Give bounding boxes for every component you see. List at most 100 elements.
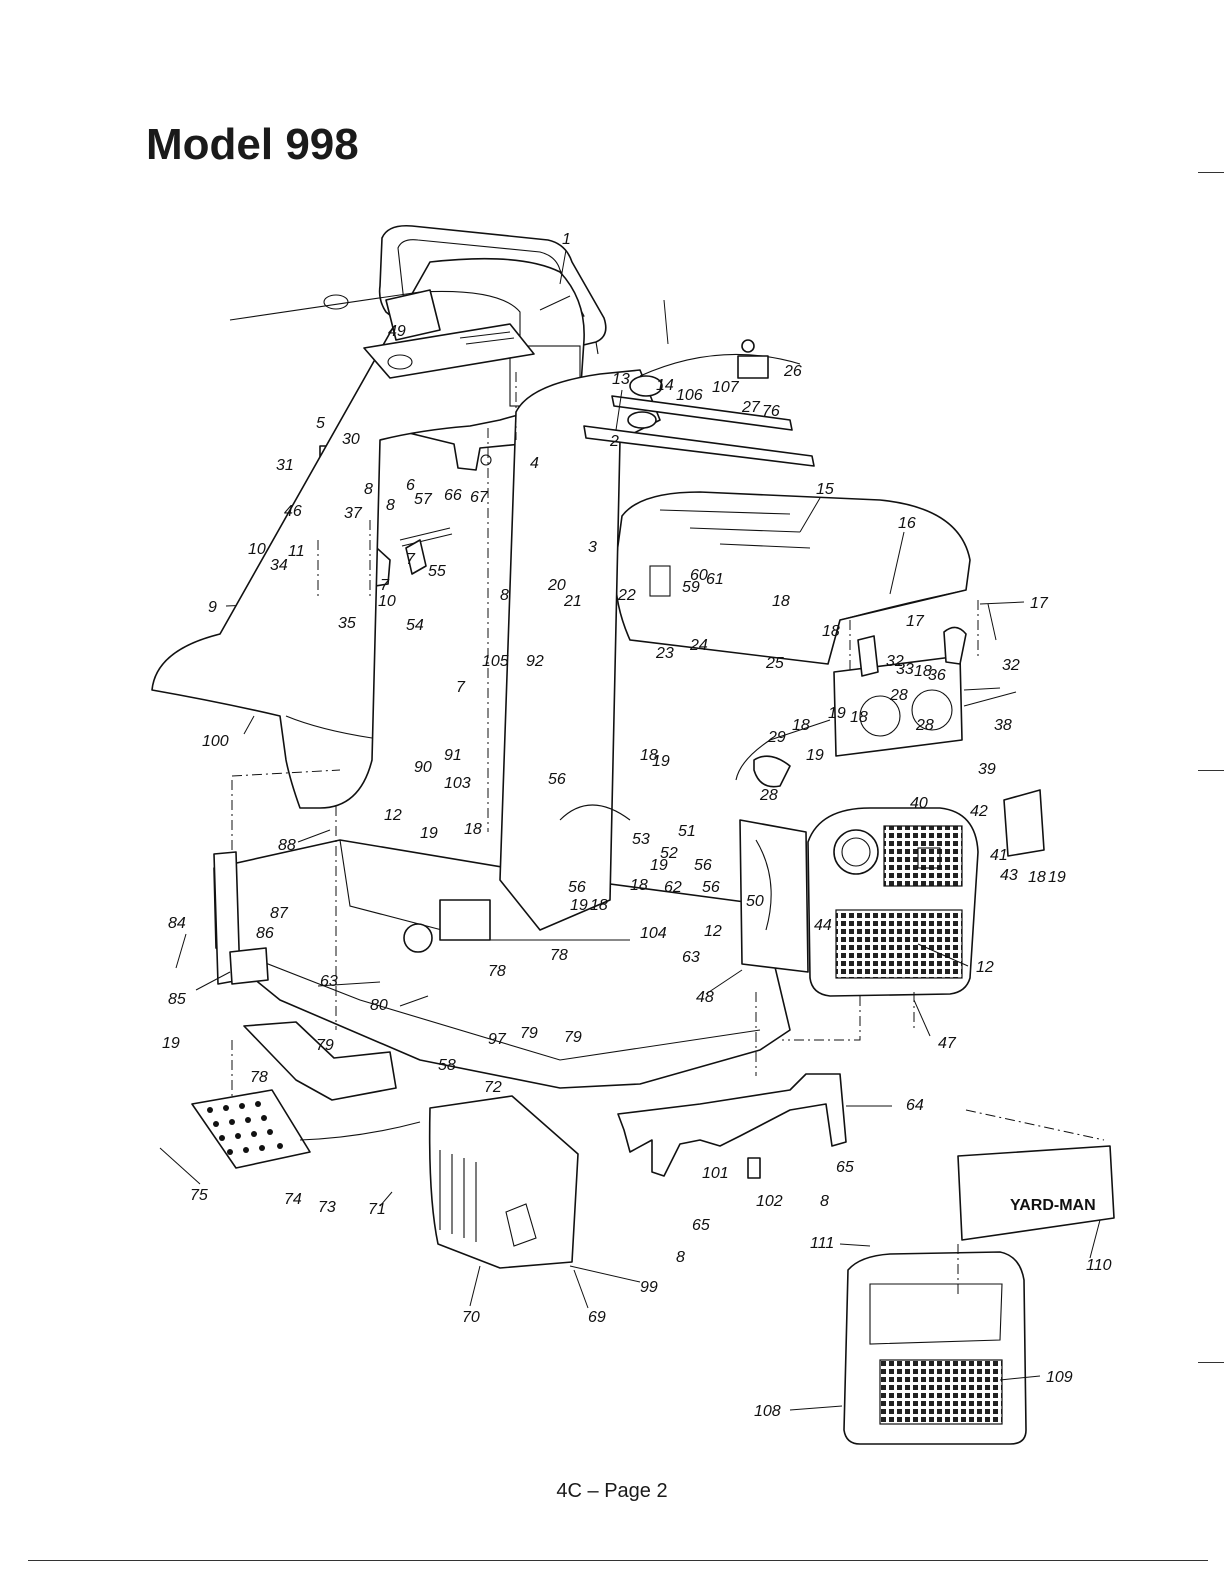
callout-number: 32 (886, 653, 904, 670)
callout-number: 105 (482, 653, 509, 670)
callout-number: 10 (248, 541, 266, 558)
callout-number: 7 (406, 551, 416, 568)
callout-number: 55 (428, 563, 446, 580)
callout-number: 79 (520, 1025, 538, 1042)
callout-number: 8 (820, 1193, 829, 1210)
left-frame-plate (213, 851, 269, 985)
callout-number: 87 (270, 905, 289, 922)
dash-pedestal (499, 369, 663, 931)
dash-panel (833, 626, 967, 757)
callout-number: 38 (994, 717, 1012, 734)
callout-number: 33 (896, 661, 914, 678)
steering-linkage (583, 353, 831, 788)
callout-number: 76 (762, 403, 780, 420)
callout-number: 63 (320, 973, 338, 990)
callout-number: 37 (344, 505, 363, 522)
callout-number: 66 (444, 487, 462, 504)
callout-number: 12 (704, 923, 722, 940)
grille-bracket (1003, 789, 1045, 857)
callout-number: 59 (682, 579, 700, 596)
callout-number: 100 (202, 733, 229, 750)
callout-number: 10 (378, 593, 396, 610)
callout-number: 19 (162, 1035, 180, 1052)
brand-logo-text: YARD-MAN (1010, 1197, 1096, 1214)
callout-number: 40 (910, 795, 928, 812)
callout-number: 91 (444, 747, 462, 764)
callout-number: 56 (702, 879, 720, 896)
callout-number: 28 (759, 787, 778, 804)
callout-number: 19 (828, 705, 846, 722)
bottom-rule (28, 1560, 1208, 1561)
page-footer: 4C – Page 2 (556, 1480, 668, 1502)
callout-number: 17 (906, 613, 925, 630)
callout-number: 72 (484, 1079, 502, 1096)
callout-number: 61 (706, 571, 724, 588)
callout-number: 20 (547, 577, 566, 594)
callout-number: 19 (1048, 869, 1066, 886)
callout-number: 65 (836, 1159, 854, 1176)
callout-number: 67 (470, 489, 489, 506)
callout-number: 56 (568, 879, 586, 896)
rear-fender (151, 257, 585, 809)
callout-number: 26 (783, 363, 802, 380)
callout-number: 23 (655, 645, 674, 662)
callout-number: 28 (889, 687, 908, 704)
callout-number: 78 (550, 947, 568, 964)
callout-number: 108 (754, 1403, 781, 1420)
callout-number: 101 (702, 1165, 729, 1182)
callout-number: 39 (978, 761, 996, 778)
hood (614, 491, 971, 665)
callout-number: 14 (656, 377, 674, 394)
callout-number: 35 (338, 615, 356, 632)
callout-number: 74 (284, 1191, 302, 1208)
front-axle-bracket (617, 1073, 847, 1179)
callout-number: 21 (563, 593, 582, 610)
margin-tick (1198, 1362, 1224, 1363)
callout-number: 34 (270, 557, 288, 574)
callout-number: 2 (609, 433, 619, 450)
callout-number: 88 (278, 837, 296, 854)
margin-tick (1198, 172, 1224, 173)
callout-number: 18 (772, 593, 790, 610)
callout-number: 90 (414, 759, 432, 776)
callout-number: 79 (316, 1037, 334, 1054)
callout-number: 6 (406, 477, 415, 494)
callout-number: 80 (370, 997, 388, 1014)
callout-number: 48 (696, 989, 714, 1006)
callout-number: 57 (414, 491, 433, 508)
callout-number: 18 (822, 623, 840, 640)
callout-number: 92 (526, 653, 544, 670)
belt-guard (428, 1095, 579, 1269)
callout-number: 99 (640, 1279, 658, 1296)
callout-number: 62 (664, 879, 682, 896)
callout-number: 97 (488, 1031, 507, 1048)
callout-number: 46 (284, 503, 302, 520)
assembly-guides (231, 372, 1105, 1294)
callout-number: 50 (746, 893, 764, 910)
callout-number: 5 (316, 415, 325, 432)
callout-number: 42 (970, 803, 988, 820)
callout-number: 36 (928, 667, 946, 684)
callout-number: 58 (438, 1057, 456, 1074)
callout-number: 7 (456, 679, 466, 696)
callout-number: 28 (915, 717, 934, 734)
main-frame (213, 839, 791, 1089)
callout-number: 41 (990, 847, 1008, 864)
callout-number: 78 (250, 1069, 268, 1086)
callout-number: 19 (652, 753, 670, 770)
callout-number: 18 (914, 663, 932, 680)
callout-labels: 1 2 3 4 5 6 7 7 7 8 8 8 8 8 9 10 10 11 1… (162, 231, 1112, 1420)
callout-number: 106 (676, 387, 703, 404)
callout-number: 54 (406, 617, 424, 634)
callout-number: 18 (640, 747, 658, 764)
side-panel (739, 819, 809, 973)
callout-number: 7 (380, 577, 390, 594)
callout-number: 19 (650, 857, 668, 874)
callout-number: 63 (682, 949, 700, 966)
callout-number: 49 (388, 323, 406, 340)
callout-number: 1 (562, 231, 571, 248)
callout-number: 56 (548, 771, 566, 788)
fender-plate (363, 289, 535, 379)
